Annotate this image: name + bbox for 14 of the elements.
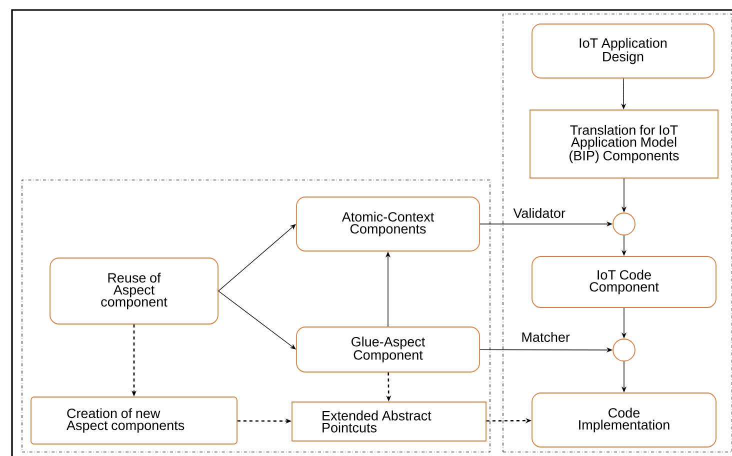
edge-label: Validator [512,207,566,219]
junction-circle [612,212,636,236]
process-box: Creation of new Aspect components [30,396,238,444]
dashed-region [22,180,490,452]
junction-circle [612,338,636,362]
process-box: IoT Code Component [532,256,716,308]
edge-label: Matcher [520,331,571,343]
process-box: Translation for IoT Application Model (BIP) Components [530,110,718,178]
process-box: Atomic-Context Components [296,196,480,252]
process-box: Code Implementation [532,392,716,448]
process-box: Reuse of Aspect component [50,258,218,324]
process-box: Glue-Aspect Component [296,326,480,372]
process-box: Extended Abstract Pointcuts [292,402,486,442]
process-box: IoT Application Design [532,24,714,78]
